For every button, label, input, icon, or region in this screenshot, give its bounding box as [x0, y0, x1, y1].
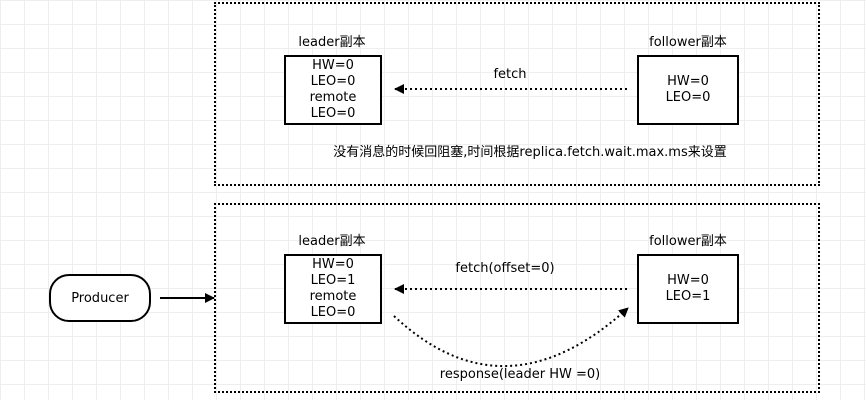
follower-replica-box: HW=0 LEO=0 — [637, 55, 739, 125]
follower-replica-box: HW=0 LEO=1 — [637, 254, 739, 324]
producer-label: Producer — [71, 290, 129, 306]
scenario-panel-2 — [214, 203, 820, 393]
response-arrow — [393, 307, 629, 367]
follower-title: follower副本 — [649, 234, 727, 249]
leader-hw: HW=0 — [312, 257, 354, 272]
follower-leo: LEO=1 — [665, 289, 711, 304]
leader-title: leader副本 — [298, 35, 366, 50]
blocking-note: 没有消息的时候回阻塞,时间根据replica.fetch.wait.max.ms… — [333, 145, 727, 160]
leader-replica-box: HW=0 LEO=1 remote LEO=0 — [284, 254, 382, 324]
producer-node: Producer — [49, 274, 151, 322]
leader-remote-leo: remote LEO=0 — [309, 90, 357, 121]
leader-leo: LEO=1 — [310, 273, 356, 288]
leader-replica-box: HW=0 LEO=0 remote LEO=0 — [284, 55, 382, 125]
leader-title: leader副本 — [298, 234, 366, 249]
leader-remote-leo: remote LEO=0 — [309, 289, 357, 320]
fetch-label: fetch — [493, 67, 527, 82]
leader-leo: LEO=0 — [310, 74, 356, 89]
follower-hw: HW=0 — [667, 74, 709, 89]
follower-title: follower副本 — [649, 35, 727, 50]
response-label: response(leader HW =0) — [439, 367, 601, 382]
fetch-offset-label: fetch(offset=0) — [455, 261, 555, 276]
leader-hw: HW=0 — [312, 58, 354, 73]
follower-leo: LEO=0 — [665, 90, 711, 105]
follower-hw: HW=0 — [667, 273, 709, 288]
scenario-panel-1 — [214, 2, 820, 186]
